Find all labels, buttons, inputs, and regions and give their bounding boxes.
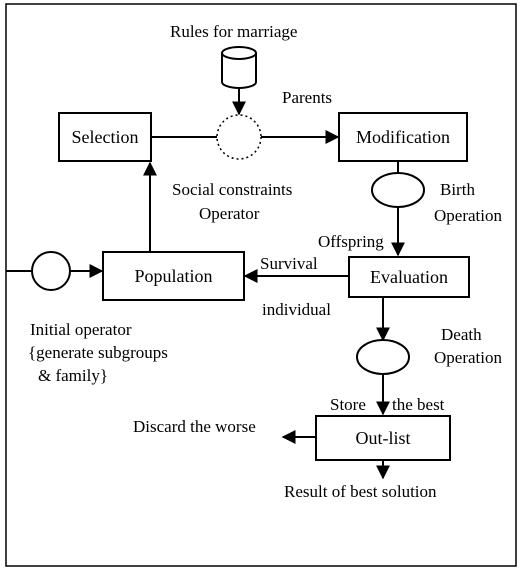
discard-label: Discard the worse [133, 417, 256, 436]
modification-box: Modification [338, 112, 468, 162]
store-label: Store [330, 395, 366, 414]
evaluation-label: Evaluation [370, 266, 448, 287]
rules-database-icon [221, 46, 257, 89]
selection-box: Selection [58, 112, 152, 162]
rules-for-marriage-label: Rules for marriage [170, 22, 298, 41]
initial-operator-label: Initial operator [30, 320, 132, 339]
the-best-label: the best [392, 395, 445, 414]
death-label: Death [441, 325, 482, 344]
modification-label: Modification [356, 126, 450, 147]
population-box: Population [102, 251, 245, 301]
death-operation-label: Operation [434, 348, 502, 367]
family-label: & family} [38, 366, 109, 385]
birth-operation-oval [371, 172, 425, 208]
outlist-box: Out-list [315, 415, 451, 461]
generate-subgroups-label: {generate subgroups [28, 343, 168, 362]
population-label: Population [134, 265, 213, 286]
evaluation-box: Evaluation [348, 256, 470, 298]
death-operation-oval [356, 339, 410, 375]
birth-operation-label: Operation [434, 206, 502, 225]
offspring-label: Offspring [318, 232, 384, 251]
social-constraints-label: Social constraints [172, 180, 293, 199]
outlist-label: Out-list [355, 427, 411, 448]
parents-label: Parents [282, 88, 333, 107]
social-operator-label: Operator [199, 204, 260, 223]
initial-operator-circle [31, 251, 71, 291]
survival-label: Survival [260, 254, 318, 273]
marriage-operator-circle [216, 114, 262, 160]
selection-label: Selection [71, 126, 139, 147]
outer-frame [5, 3, 517, 567]
individual-label: individual [262, 300, 331, 319]
result-label: Result of best solution [284, 482, 437, 501]
birth-label: Birth [440, 180, 475, 199]
